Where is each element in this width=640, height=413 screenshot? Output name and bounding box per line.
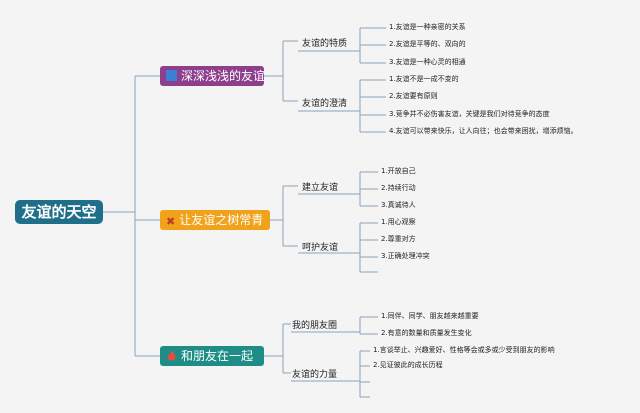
leaf-node[interactable]: 1.友谊不是一成不变的 (389, 75, 459, 83)
leaf-node[interactable]: 3.竞争并不必伤害友谊，关键是我们对待竞争的态度 (389, 110, 550, 118)
fire-icon (166, 347, 177, 361)
subtopic-node[interactable]: 友谊的特质 (302, 39, 348, 49)
subtopic-node[interactable]: 友谊的力量 (292, 370, 338, 380)
branch-label: 和朋友在一起 (181, 349, 254, 363)
branch-node-1[interactable]: 深深浅浅的友谊 (160, 66, 266, 86)
leaf-node[interactable]: 3.真诚待人 (381, 201, 416, 209)
root-node[interactable]: 友谊的天空 (15, 200, 103, 224)
leaf-node[interactable]: 1.开放自己 (381, 167, 416, 175)
leaf-node[interactable]: 2.友谊是平等的、双向的 (389, 40, 466, 48)
leaf-node[interactable]: 1.言谈举止、兴趣爱好、性格等会或多或少受到朋友的影响 (373, 346, 555, 354)
leaf-node[interactable]: 4.友谊可以带来快乐，让人向往；也会带来困扰，增添烦恼。 (389, 127, 578, 135)
subtopic-node[interactable]: 友谊的澄清 (302, 99, 348, 109)
leaf-node[interactable]: 1.同伴、同学、朋友越来越重要 (381, 312, 479, 320)
subtopic-node[interactable]: 呵护友谊 (302, 243, 339, 253)
leaf-node[interactable]: 2.友谊要有原则 (389, 92, 438, 100)
leaf-node[interactable]: 3.友谊是一种心灵的相通 (389, 58, 466, 66)
leaf-node[interactable]: 1.用心观察 (381, 218, 416, 226)
branch-node-2[interactable]: ✖让友谊之树常青 (160, 210, 270, 230)
leaf-node[interactable]: 2.尊重对方 (381, 235, 416, 243)
subtopic-node[interactable]: 建立友谊 (302, 183, 339, 193)
leaf-node[interactable]: 3.正确处理冲突 (381, 252, 430, 260)
tools-icon: ✖ (166, 215, 176, 228)
subtopic-node[interactable]: 我的朋友圈 (292, 321, 338, 331)
branch-label: 让友谊之树常青 (179, 213, 264, 227)
leaf-node[interactable]: 1.友谊是一种亲密的关系 (389, 23, 466, 31)
branch-label: 深深浅浅的友谊 (181, 69, 266, 83)
branch-node-3[interactable]: 和朋友在一起 (160, 346, 264, 366)
leaf-node[interactable]: 2.见证彼此的成长历程 (373, 361, 443, 369)
leaf-node[interactable]: 2.有意的数量和质量发生变化 (381, 329, 472, 337)
leaf-node[interactable]: 2.持续行动 (381, 184, 416, 192)
blue-square-icon (166, 70, 177, 81)
